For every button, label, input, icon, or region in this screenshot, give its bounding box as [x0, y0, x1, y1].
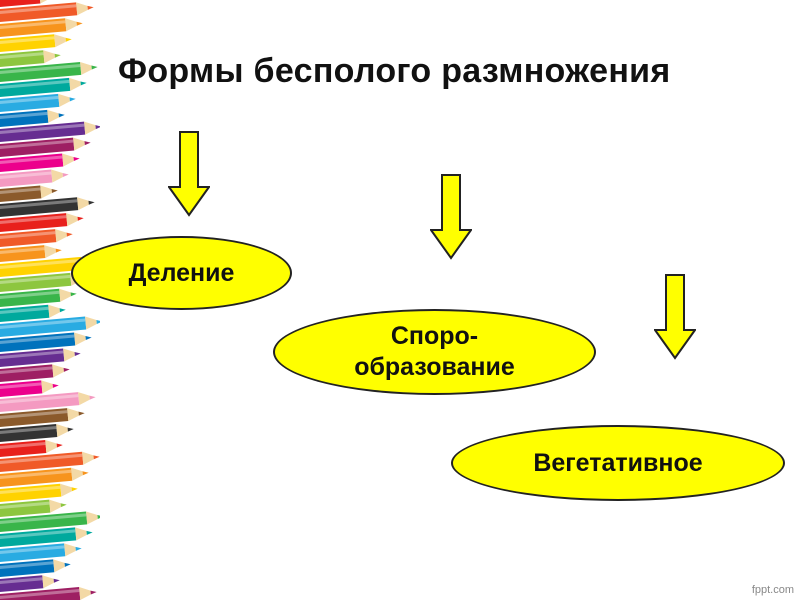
pencil-icon — [0, 380, 59, 398]
pencil-icon — [0, 451, 100, 473]
pencil-icon — [0, 137, 91, 158]
pencil-icon — [0, 348, 81, 368]
pencil-icon — [0, 2, 94, 23]
pencil-icon — [0, 18, 83, 38]
pencil-icon — [0, 93, 76, 113]
pencil-icon — [0, 440, 63, 458]
pencil-icon — [0, 288, 77, 308]
pencil-icon — [0, 527, 93, 548]
pencil-icon — [0, 483, 78, 503]
pencil-icon — [0, 213, 84, 233]
arrow-down-icon — [430, 174, 472, 260]
pencil-icon — [0, 332, 92, 353]
pencil-icon — [0, 392, 96, 413]
pencil-icon — [0, 364, 70, 383]
pencil-icon — [0, 197, 95, 218]
pencil-icon — [0, 543, 82, 563]
pencil-icon — [0, 0, 51, 8]
pencil-icon — [0, 575, 60, 593]
pencil-icon — [0, 229, 73, 248]
pencil-icon — [0, 424, 74, 443]
pencil-icon — [0, 169, 69, 188]
pencil-icon — [0, 499, 67, 518]
form-label: Деление — [128, 258, 235, 287]
pencil-icon — [0, 304, 66, 323]
pencil-icon — [0, 77, 87, 98]
form-label: Вегетативное — [533, 448, 703, 477]
pencil-icon — [0, 316, 100, 338]
arrow-down-icon — [168, 131, 210, 217]
pencil-icon — [0, 185, 58, 203]
pencil-icon — [0, 34, 72, 53]
page-title: Формы бесполого размножения — [118, 52, 671, 90]
pencil-icon — [0, 245, 62, 263]
footer-credit: fppt.com — [751, 584, 794, 596]
pencil-icon — [0, 408, 85, 428]
pencil-icon — [0, 61, 98, 83]
pencil-border-decoration — [0, 0, 100, 600]
pencil-icon — [0, 559, 71, 578]
pencil-icon — [0, 50, 61, 68]
form-oval-sporulation: Споро- образование — [273, 309, 596, 395]
arrow-down-icon — [654, 274, 696, 360]
pencil-icon — [0, 121, 100, 143]
pencil-icon — [0, 153, 80, 173]
pencil-icon — [0, 467, 89, 488]
form-oval-division: Деление — [71, 236, 292, 310]
form-oval-vegetative: Вегетативное — [451, 425, 785, 501]
form-label: Споро- образование — [354, 321, 515, 381]
pencil-icon — [0, 109, 65, 128]
pencil-icon — [0, 587, 97, 600]
pencil-icon — [0, 511, 100, 533]
